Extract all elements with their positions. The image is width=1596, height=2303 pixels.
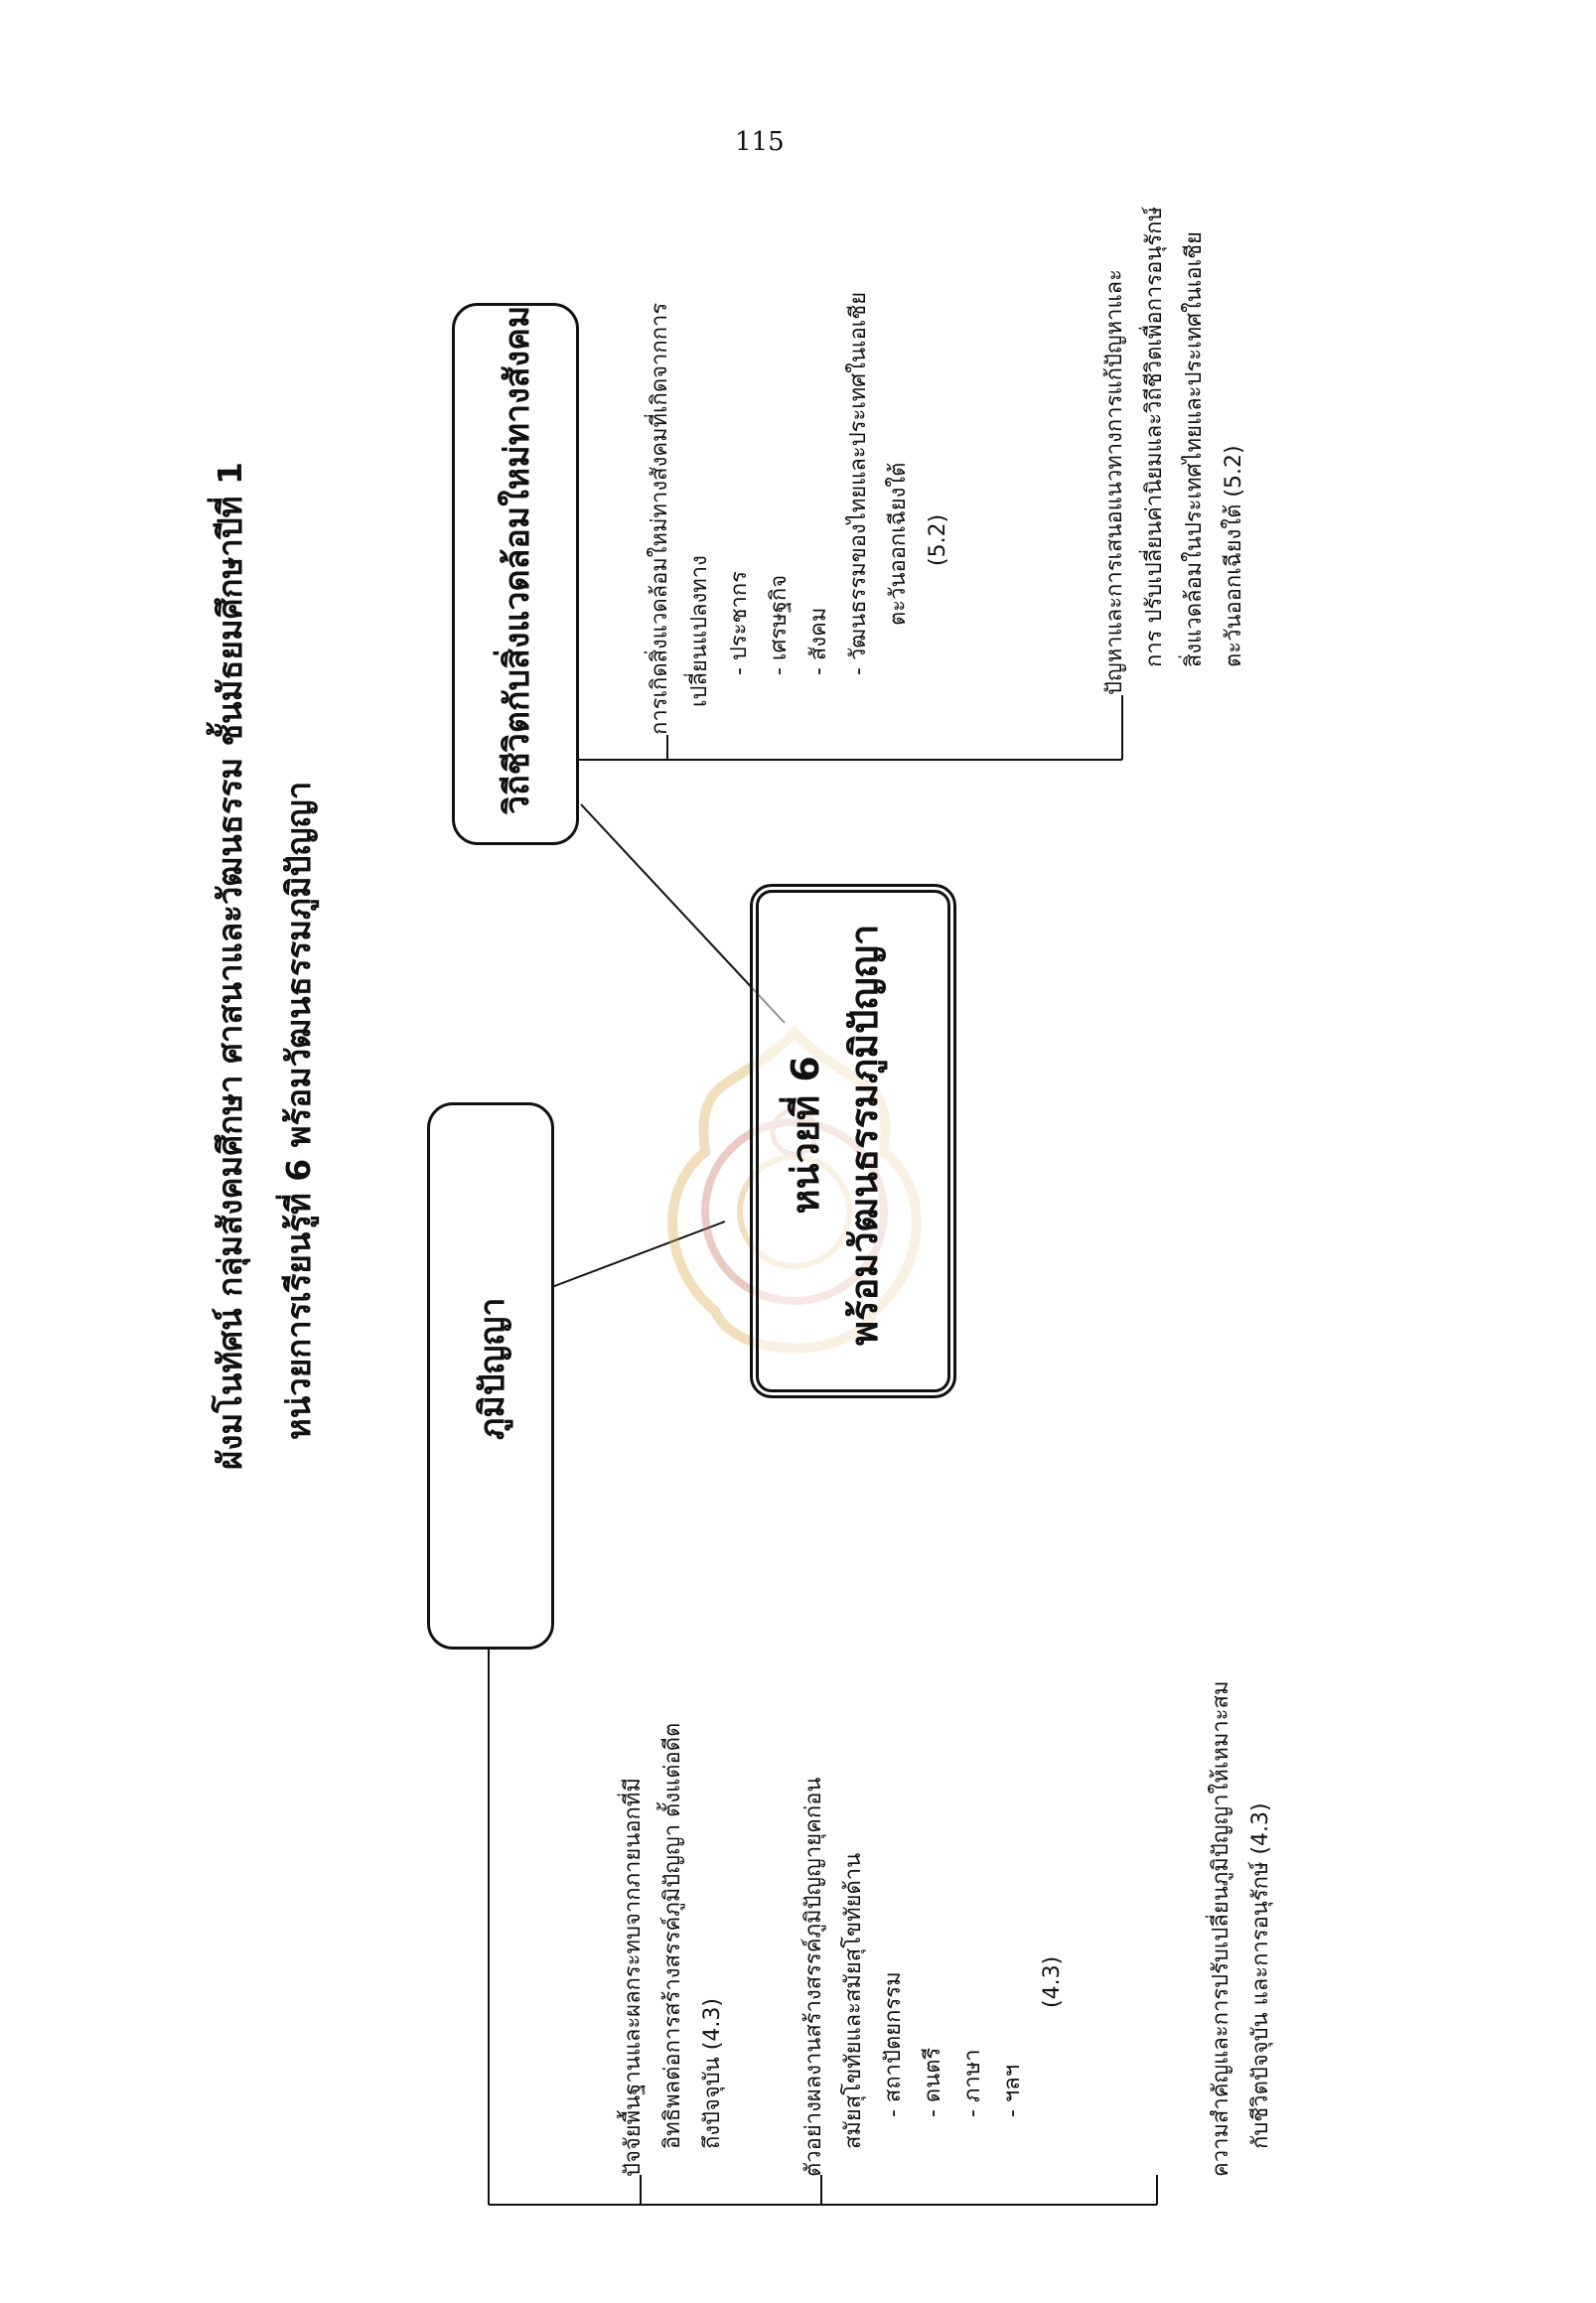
left-branch-1-line-1: ปัจจัยพื้นฐานและผลกระทบจากภายนอกที่มี (621, 1778, 646, 2177)
right-branch-2-line-3: สิ่งแวดล้อมในประเทศไทยและประเทศในเอเชีย (1182, 231, 1207, 667)
node-lifestyle-label: วิถีชีวิตกับสิ่งแวดล้อมใหม่ทางสังคม (498, 305, 537, 814)
center-line-2: พร้อมวัฒนธรรมภูมิปัญญา (841, 924, 886, 1346)
left-branch-2-bullet-1: - สถาปัตยกรรม (881, 1971, 906, 2117)
node-wisdom-label: ภูมิปัญญา (473, 1297, 512, 1440)
right-branch-1-line-2: เปลี่ยนแปลงทาง (687, 555, 712, 707)
left-branch-3-line-1: ความสำคัญและการปรับเปลี่ยนภูมิปัญญาให้เห… (1209, 1680, 1233, 2177)
right-branch-1-bullet-2: - เศรษฐกิจ (767, 574, 792, 675)
connector-center-left (540, 1221, 726, 1292)
diagram-title: ผังมโนทัศน์ กลุ่มสังคมศึกษา ศาสนาและวัฒน… (204, 462, 325, 1470)
right-branch-2-line-4: ตะวันออกเฉียงใต้ (5.2) (1222, 445, 1246, 667)
right-branch-1-bullet-1: - ประชากร (727, 571, 752, 675)
left-branch-1: ปัจจัยพื้นฐานและผลกระทบจากภายนอกที่มี อิ… (614, 1723, 733, 2177)
node-center (750, 884, 956, 1398)
right-branch-1-code: (5.2) (926, 513, 950, 566)
left-branch-1-line-3: ถึงปัจจุบัน (4.3) (700, 1998, 725, 2149)
right-branch-2-line-1: ปัญหาและการเสนอแนวทางการแก้ปัญหาและ (1102, 269, 1127, 695)
right-branch-2: ปัญหาและการเสนอแนวทางการแก้ปัญหาและ การ … (1095, 207, 1254, 695)
left-branch-2-bullet-2: - ดนตรี (921, 2047, 945, 2117)
node-wisdom (427, 1102, 554, 1650)
title-line-2: หน่วยการเรียนรู้ที่ 6 พร้อมวัฒนธรรมภูมิป… (279, 781, 318, 1440)
right-branch-1-bullet-4: - วัฒนธรรมของไทยและประเทศในเอเชีย (846, 291, 871, 675)
right-branch-2-line-2: การ ปรับเปลี่ยนค่านิยมและวิถีชีวิตเพื่อก… (1142, 207, 1167, 667)
left-branch-2-line-1: ตัวอย่างผลงานสร้างสรรค์ภูมิปัญญายุคก่อน (801, 1777, 826, 2177)
node-lifestyle (452, 303, 579, 845)
right-branch-1-bullet-3: - สังคม (806, 607, 831, 675)
title-line-1: ผังมโนทัศน์ กลุ่มสังคมศึกษา ศาสนาและวัฒน… (211, 462, 249, 1470)
node-center-label: หน่วยที่ 6 พร้อมวัฒนธรรมภูมิปัญญา (777, 925, 894, 1346)
right-branch-1: การเกิดสิ่งแวดล้อมใหม่ทางสังคมที่เกิดจาก… (641, 292, 958, 735)
left-branch-2-bullet-4: - ฯลฯ (1000, 2064, 1025, 2117)
left-branch-2-bullet-3: - ภาษา (960, 2049, 985, 2117)
right-branch-1-line-1: การเกิดสิ่งแวดล้อมใหม่ทางสังคมที่เกิดจาก… (648, 302, 672, 735)
left-branch-3: ความสำคัญและการปรับเปลี่ยนภูมิปัญญาให้เห… (1202, 1681, 1281, 2177)
left-branch-2-code: (4.3) (1040, 1955, 1065, 2008)
left-branch-2-line-2: สมัยสุโขทัยและสมัยสุโขทัยด้าน (841, 1852, 866, 2149)
center-line-1: หน่วยที่ 6 (784, 1056, 827, 1215)
left-branch-1-line-2: อิทธิพลต่อการสร้างสรรค์ภูมิปัญญา ตั้งแต่… (660, 1722, 685, 2149)
left-branch-2: ตัวอย่างผลงานสร้างสรรค์ภูมิปัญญายุคก่อน … (795, 1778, 1073, 2177)
page-number: 115 (735, 127, 785, 157)
left-branch-3-line-2: กับชีวิตปัจจุบัน และการอนุรักษ์ (4.3) (1248, 1802, 1273, 2149)
right-branch-1-continuation: ตะวันออกเฉียงใต้ (886, 462, 911, 626)
